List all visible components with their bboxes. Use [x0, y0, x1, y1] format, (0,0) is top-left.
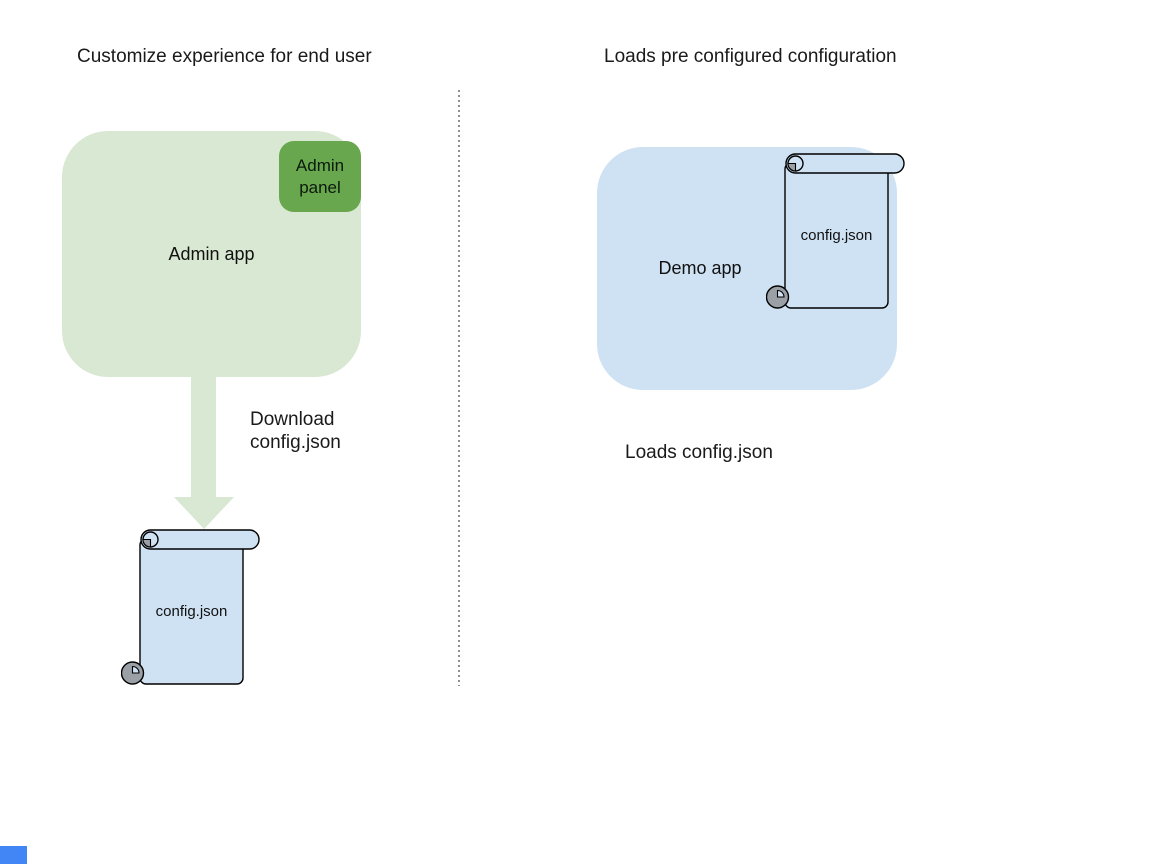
section-divider: [458, 90, 460, 686]
admin-panel-label: Admin panel: [295, 155, 345, 197]
demo-app-label: Demo app: [658, 258, 742, 278]
download-caption: Download config.json: [250, 409, 341, 453]
right-section-title: Loads pre configured configuration: [604, 46, 897, 67]
scroll-bottom-curl-notch: [131, 665, 140, 674]
scroll-shape-icon: [766, 153, 905, 309]
scroll-shape-icon: [121, 529, 260, 685]
loads-config-caption: Loads config.json: [625, 442, 773, 463]
corner-accent-rect: [0, 846, 27, 864]
config-json-label-left: config.json: [155, 603, 228, 620]
config-json-label-right: config.json: [800, 227, 873, 244]
config-json-scroll-left: config.json: [121, 527, 263, 687]
download-arrow-shape: [174, 376, 234, 529]
admin-app-label: Admin app: [168, 243, 255, 264]
left-section-title: Customize experience for end user: [77, 46, 372, 67]
scroll-top-roll: [140, 529, 260, 550]
scroll-top-roll: [785, 153, 905, 174]
demo-app-label-wrap: Demo app: [597, 147, 803, 390]
admin-panel-box: Admin panel: [279, 141, 361, 212]
scroll-bottom-curl-notch: [776, 289, 785, 298]
config-json-scroll-right: config.json: [766, 151, 908, 311]
scroll-top-spiral-shade: [142, 538, 152, 548]
scroll-top-spiral-shade: [787, 162, 797, 172]
download-arrow-icon: [174, 376, 234, 529]
